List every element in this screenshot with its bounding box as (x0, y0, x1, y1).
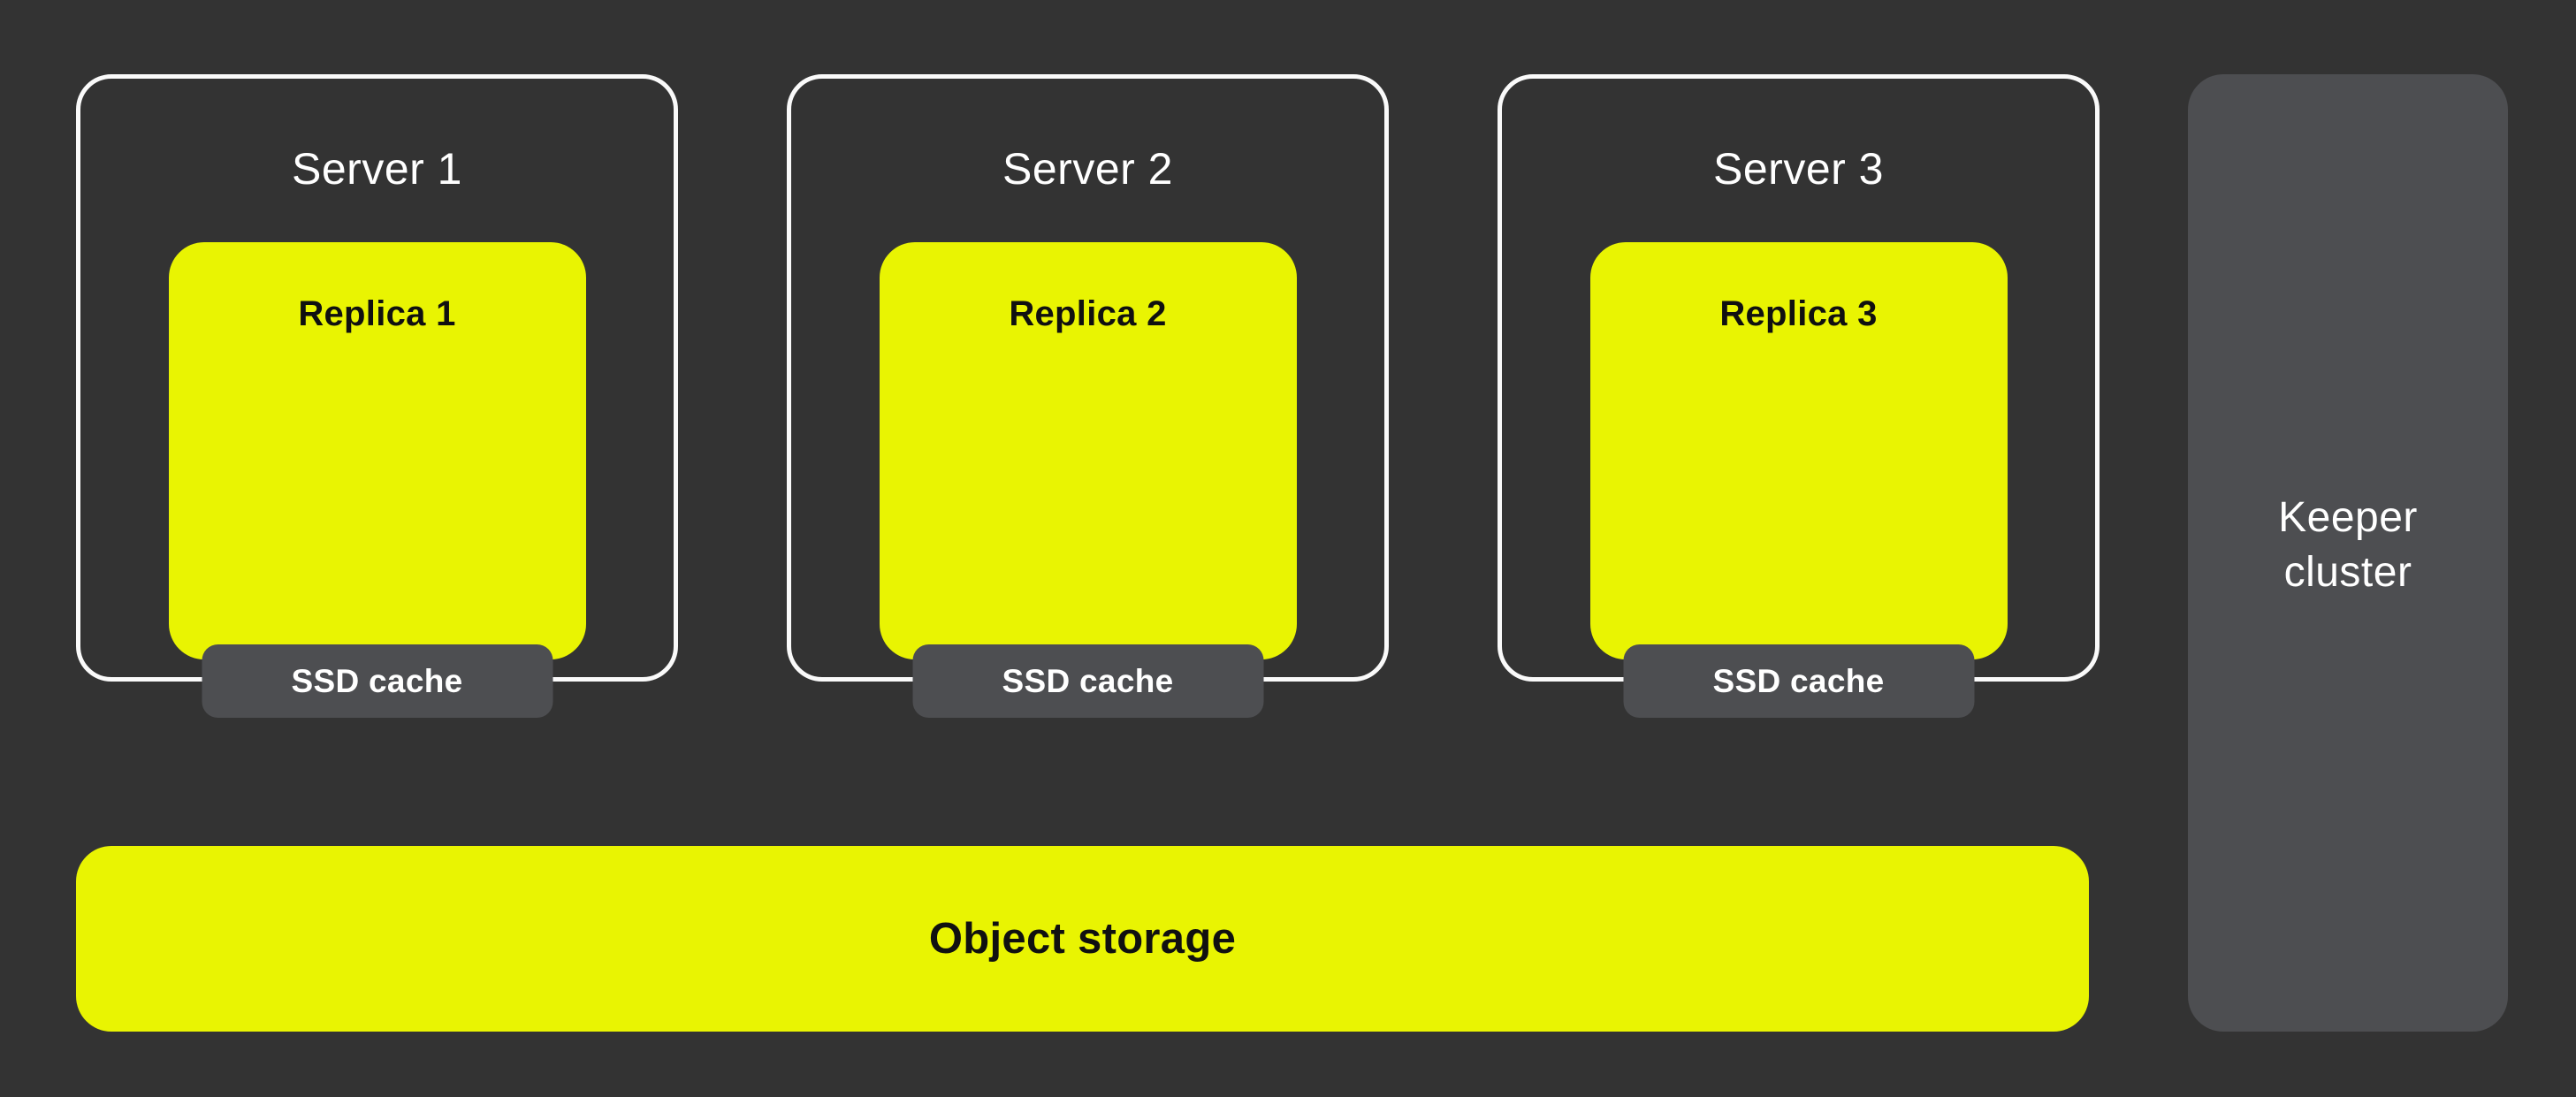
server-2-label: Server 2 (1002, 144, 1173, 194)
server-3-box: Server 3 Replica 3 SSD cache (1498, 74, 2100, 718)
server-3-label: Server 3 (1713, 144, 1884, 194)
ssd-cache-badge-3: SSD cache (1623, 644, 1974, 718)
keeper-cluster-label: Keeper cluster (2278, 493, 2418, 596)
ssd-cache-label-3: SSD cache (1712, 662, 1885, 699)
replica-1-label: Replica 1 (298, 294, 456, 333)
replica-1-box: Replica 1 (168, 242, 586, 659)
server-2-box: Server 2 Replica 2 SSD cache (787, 74, 1389, 718)
replica-3-label: Replica 3 (1719, 294, 1878, 333)
ssd-cache-label-2: SSD cache (1002, 662, 1174, 699)
server-1-label: Server 1 (292, 144, 462, 194)
replica-2-label: Replica 2 (1009, 294, 1167, 333)
ssd-cache-label-1: SSD cache (291, 662, 463, 699)
server-1-box: Server 1 Replica 1 SSD cache (76, 74, 678, 718)
keeper-cluster-panel: Keeper cluster (2188, 74, 2508, 1032)
ssd-cache-badge-1: SSD cache (202, 644, 553, 718)
object-storage-label: Object storage (928, 915, 1237, 963)
replica-2-box: Replica 2 (879, 242, 1297, 659)
replica-3-box: Replica 3 (1589, 242, 2008, 659)
object-storage-bar: Object storage (76, 846, 2089, 1032)
ssd-cache-badge-2: SSD cache (912, 644, 1263, 718)
